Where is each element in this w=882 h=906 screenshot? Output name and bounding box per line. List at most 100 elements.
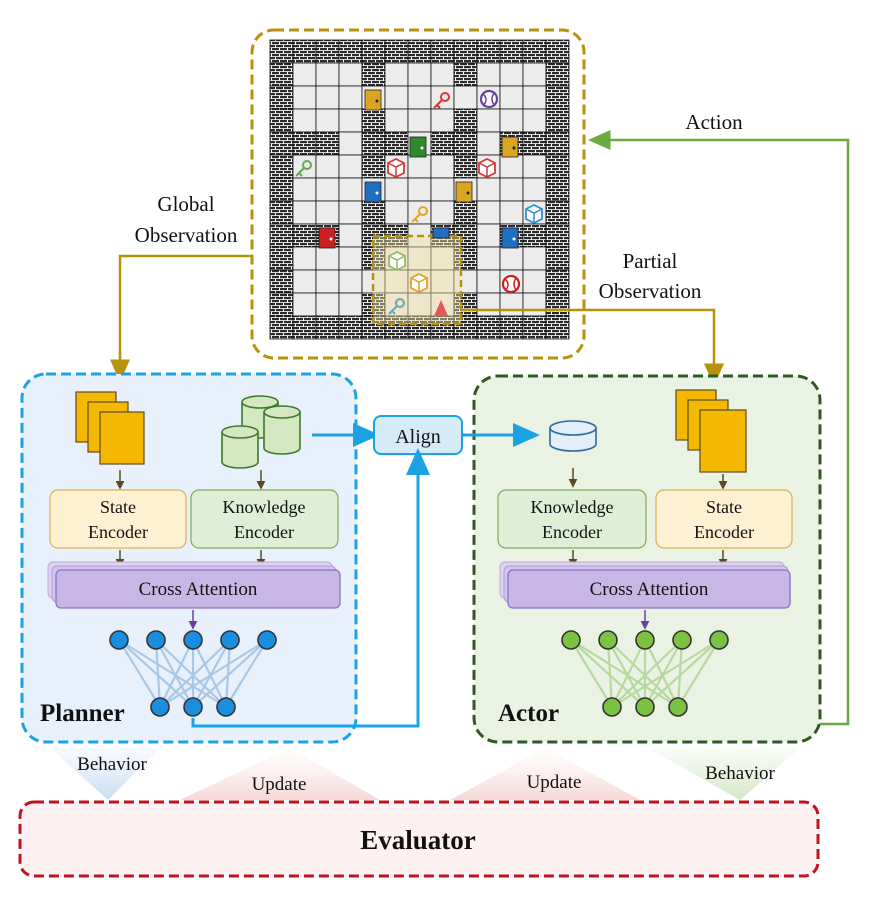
evaluator-panel	[18, 800, 820, 878]
network-node	[602, 697, 622, 717]
floor-cell	[407, 62, 432, 87]
door-icon	[432, 227, 450, 239]
floor-cell	[338, 108, 363, 133]
planner-knowledge-encoder-label: Knowledge	[223, 497, 306, 517]
wall-cell	[269, 108, 294, 133]
network-node	[598, 630, 618, 650]
partial-observation-arrow	[461, 308, 724, 386]
wall-cell	[545, 62, 570, 87]
wall-cell	[361, 154, 386, 179]
network-edge	[159, 639, 268, 708]
key-icon	[411, 206, 428, 223]
key-icon	[433, 92, 450, 109]
network-node	[635, 697, 655, 717]
floor-cell	[476, 200, 501, 225]
state-stack-icon	[75, 391, 145, 465]
actor-behavior-label: Behavior	[705, 763, 775, 784]
door-icon	[318, 227, 336, 249]
floor-cell	[522, 177, 547, 202]
network-edge	[611, 639, 720, 708]
wall-cell	[269, 200, 294, 225]
network-edge	[644, 639, 720, 708]
floor-cell	[499, 200, 524, 225]
wall-cell	[269, 269, 294, 294]
planner-state-encoder-label: Encoder	[88, 522, 148, 542]
network-node	[150, 697, 170, 717]
wall-cell	[545, 200, 570, 225]
floor-cell	[499, 177, 524, 202]
wall-cell	[407, 39, 432, 64]
wall-cell	[361, 39, 386, 64]
floor-cell	[315, 246, 340, 271]
box-icon	[387, 157, 405, 179]
actor-knowledge-encoder-label: Knowledge	[531, 497, 614, 517]
floor-cell	[522, 154, 547, 179]
wall-cell	[453, 108, 478, 133]
floor-cell	[499, 246, 524, 271]
evaluator-title: Evaluator	[360, 825, 476, 855]
floor-cell	[476, 131, 501, 156]
network-edge	[118, 639, 227, 708]
actor-network	[561, 630, 729, 717]
floor-cell	[476, 269, 501, 294]
actor-state-encoder	[655, 489, 793, 549]
network-edge	[118, 639, 161, 708]
door-icon	[501, 227, 519, 249]
wall-cell	[545, 246, 570, 271]
planner-state-encoder-label: State	[100, 497, 136, 517]
actor-behavior-funnel	[648, 748, 800, 800]
network-edge	[611, 639, 683, 708]
floor-cell	[292, 62, 317, 87]
floor-cell	[522, 292, 547, 317]
planner-network	[109, 630, 277, 717]
wall-cell	[269, 315, 294, 340]
partial-observation-label: Observation	[599, 279, 702, 303]
wall-cell	[292, 39, 317, 64]
floor-cell	[476, 108, 501, 133]
floor-cell	[522, 62, 547, 87]
floor-cell	[476, 223, 501, 248]
floor-cell	[292, 269, 317, 294]
planner-update-label: Update	[252, 774, 307, 795]
knowledge-database-icon	[221, 395, 301, 469]
network-edge	[224, 639, 232, 708]
wall-cell	[545, 131, 570, 156]
wall-cell	[545, 39, 570, 64]
network-edge	[192, 639, 227, 708]
wall-cell	[545, 292, 570, 317]
door-icon	[364, 89, 382, 111]
floor-cell	[338, 154, 363, 179]
network-node	[561, 630, 581, 650]
floor-cell	[338, 177, 363, 202]
floor-cell	[315, 108, 340, 133]
global-observation-arrow	[110, 254, 252, 382]
box-icon	[410, 272, 428, 294]
floor-cell	[476, 292, 501, 317]
ball-icon	[479, 89, 499, 109]
partial-observation-label: Partial	[623, 249, 678, 273]
agent-icon	[434, 300, 448, 316]
network-edge	[611, 639, 646, 708]
wall-cell	[269, 39, 294, 64]
floor-cell	[338, 292, 363, 317]
planner-behavior-label: Behavior	[77, 754, 147, 775]
network-node	[183, 697, 203, 717]
action-label: Action	[685, 110, 743, 134]
network-edge	[192, 639, 268, 708]
network-edge	[154, 639, 162, 708]
wall-cell	[269, 131, 294, 156]
floor-cell	[338, 246, 363, 271]
align-label: Align	[395, 426, 441, 448]
wall-cell	[384, 39, 409, 64]
network-edge	[607, 639, 679, 708]
wall-cell	[545, 223, 570, 248]
network-edge	[607, 639, 646, 708]
wall-cell	[384, 131, 409, 156]
floor-cell	[292, 85, 317, 110]
floor-cell	[499, 62, 524, 87]
actor-state-encoder-label: Encoder	[694, 522, 754, 542]
floor-cell	[499, 292, 524, 317]
planner-knowledge-encoder	[190, 489, 339, 549]
wall-cell	[545, 177, 570, 202]
